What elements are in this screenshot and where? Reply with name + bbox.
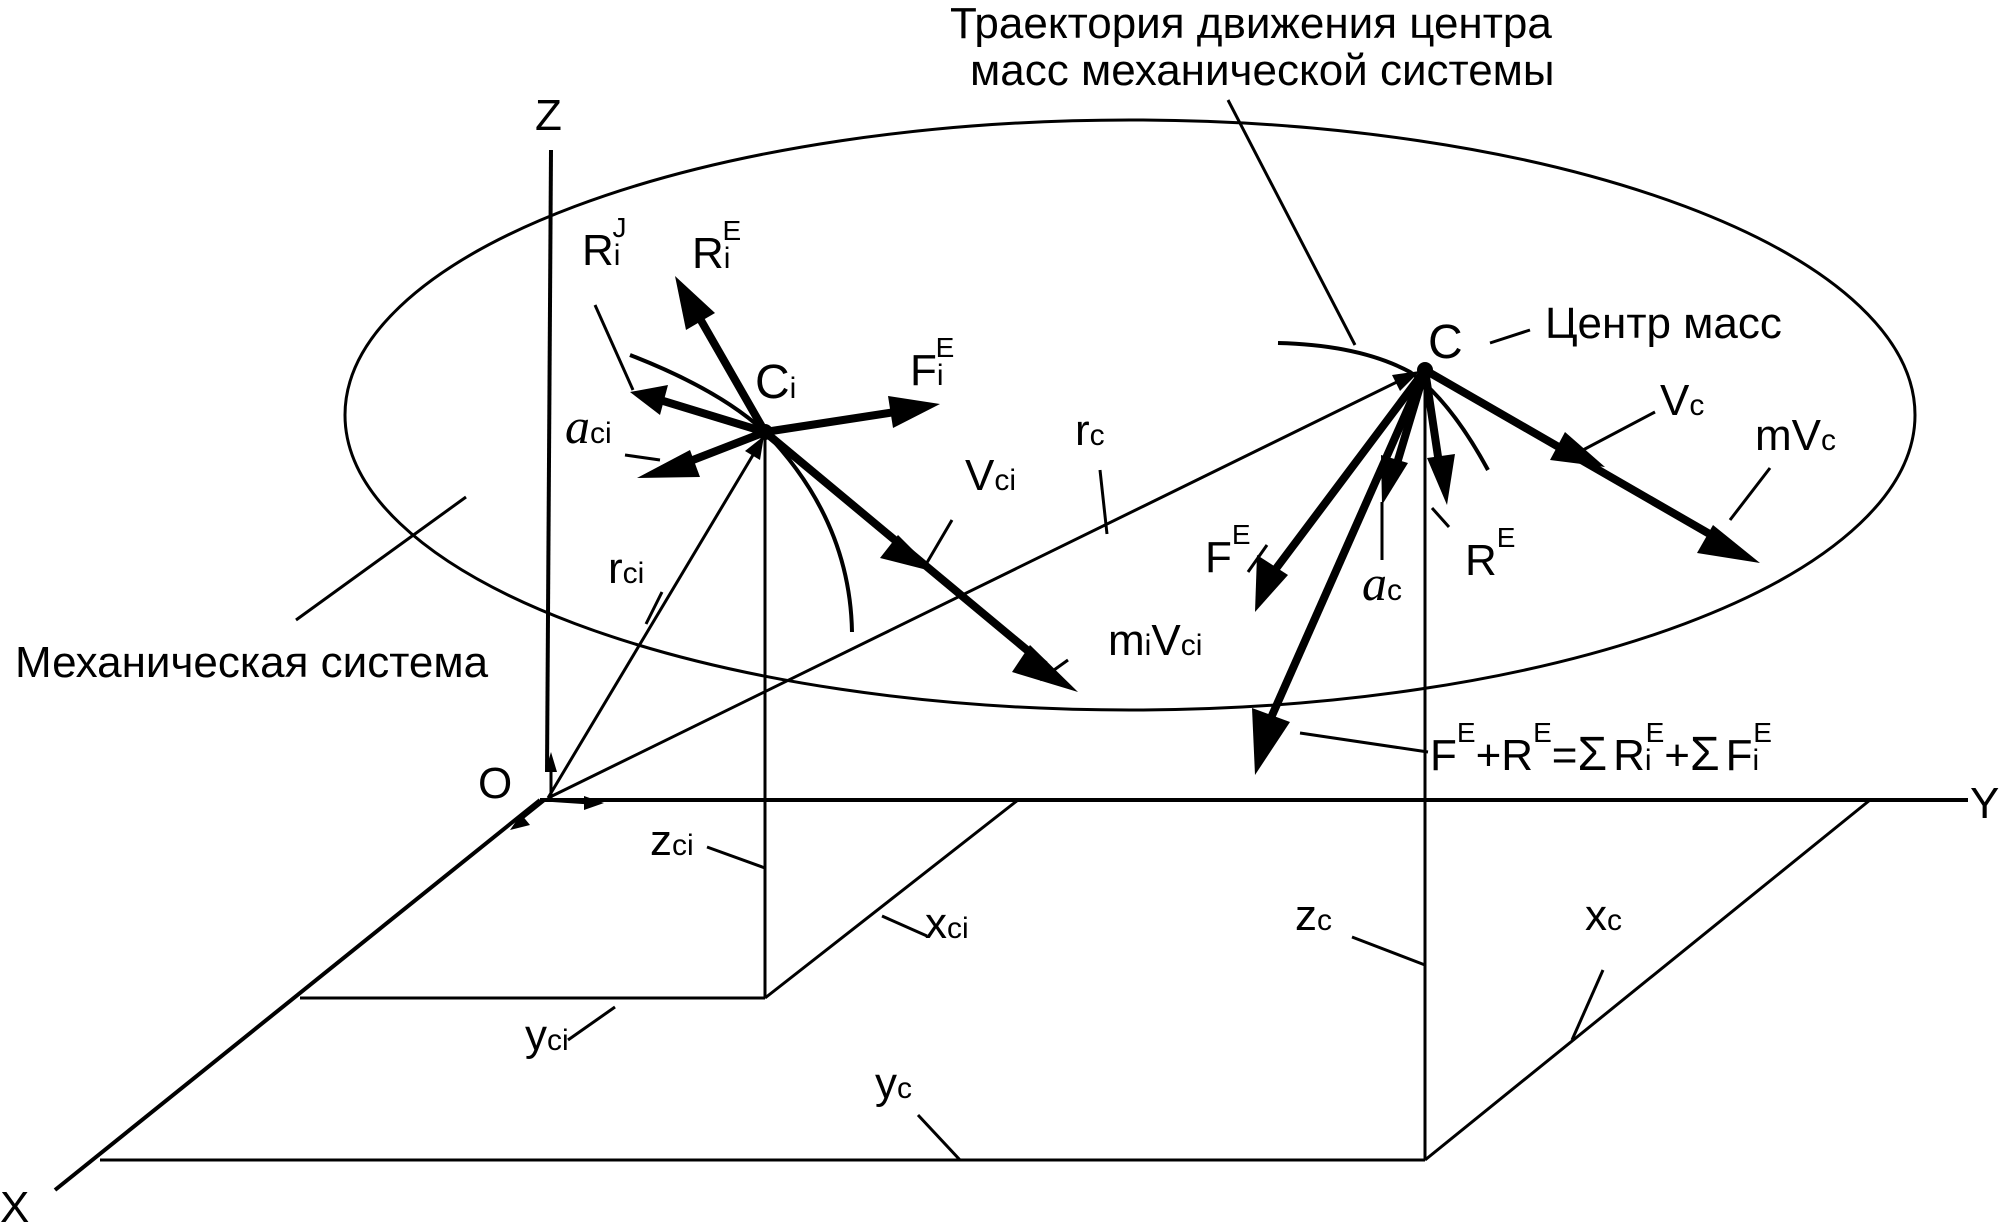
fe-vector-head	[1255, 555, 1288, 612]
center-of-mass-caption: Центр масс	[1545, 299, 1782, 348]
ri-e-vector-head	[675, 276, 715, 330]
ri-j-vector	[658, 396, 767, 436]
re-label: RE	[1465, 522, 1515, 585]
ac-vector	[1391, 368, 1429, 472]
equation-leader	[1299, 731, 1429, 754]
yc-leader	[916, 1113, 962, 1162]
leader-lines	[295, 99, 1772, 1162]
trajectory-leader	[1226, 99, 1357, 346]
mivci-vector-head	[1012, 645, 1078, 692]
xc-leader	[1570, 969, 1605, 1041]
resultant-vector	[1266, 368, 1429, 722]
origin-unit-y	[544, 798, 591, 805]
rc-vector	[547, 376, 1406, 800]
yci-leader	[567, 1005, 616, 1042]
yci-label: yci	[525, 1011, 569, 1060]
mvc-vector-head	[1697, 525, 1760, 563]
system-leader	[295, 495, 467, 622]
center-leader	[1489, 328, 1531, 345]
aci-vector	[678, 428, 767, 469]
zci-label: zci	[650, 816, 694, 865]
rc-leader	[1098, 469, 1109, 535]
ac-vector-head	[1381, 455, 1408, 505]
vci-vector-head	[880, 535, 935, 572]
origin-unit-z-head	[545, 752, 557, 772]
re-vector-head	[1427, 454, 1455, 505]
vc-leader	[1582, 410, 1656, 452]
aci-label: aci	[565, 398, 612, 454]
ci-x-line	[764, 798, 1019, 1000]
c-vectors	[1252, 366, 1760, 775]
origin-unit-x-head	[510, 814, 530, 830]
aci-leader	[624, 453, 661, 462]
mvc-label: mVc	[1755, 411, 1836, 460]
ri-e-vector	[691, 308, 769, 434]
trajectory-curves	[629, 341, 1490, 633]
origin-unit-y-head	[584, 796, 604, 810]
xc-label: xc	[1585, 891, 1622, 940]
axis-label-y: Y	[1970, 779, 1999, 828]
projection-lines	[100, 370, 1871, 1162]
ri-j-label: RiJ	[582, 212, 626, 275]
mivci-label: miVci	[1108, 616, 1202, 665]
trajectory-caption-line2: масс механической системы	[970, 46, 1555, 95]
rci-vector-head	[745, 436, 764, 460]
x-axis	[53, 798, 542, 1192]
rc-label: rc	[1075, 406, 1105, 455]
ri-j-tail	[593, 304, 635, 391]
vc-label: Vc	[1660, 376, 1704, 425]
ac-label: ac	[1362, 555, 1402, 611]
ri-j-vector-head	[630, 385, 668, 415]
re-leader	[1430, 506, 1451, 529]
fe-label: FE	[1205, 519, 1251, 582]
vci-label: Vci	[965, 451, 1016, 500]
c-trajectory	[1277, 341, 1490, 471]
fi-e-label: FiE	[910, 332, 954, 395]
point-ci-dot	[757, 424, 773, 440]
vci-leader	[923, 519, 954, 567]
trajectory-caption-line1: Траектория движения центра	[950, 0, 1552, 48]
system-ellipse	[343, 118, 1917, 712]
fe-vector	[1271, 367, 1429, 573]
ci-trajectory-lower	[763, 430, 854, 633]
ci-vectors	[593, 276, 1078, 692]
point-c-label: C	[1428, 316, 1463, 369]
mvc-leader	[1728, 467, 1772, 521]
axis-label-z: Z	[535, 91, 562, 140]
point-c-dot	[1417, 362, 1433, 378]
c-x-line	[1424, 798, 1871, 1162]
position-vectors	[546, 371, 1420, 800]
rci-label: rci	[608, 544, 644, 593]
point-ci-label: Ci	[755, 356, 796, 409]
zci-leader	[706, 845, 766, 870]
yc-label: yc	[875, 1059, 912, 1108]
z-axis	[545, 149, 553, 773]
xci-label: xci	[925, 899, 969, 948]
zc-leader	[1351, 935, 1426, 967]
vc-vector-head	[1550, 432, 1605, 467]
aci-vector-head	[637, 450, 700, 478]
fi-e-vector	[764, 408, 896, 436]
re-vector	[1421, 369, 1444, 471]
resultant-vector-head	[1252, 708, 1290, 775]
coordinate-axes	[53, 149, 1968, 1192]
origin-unit-x	[519, 798, 546, 822]
zc-label: zc	[1295, 891, 1332, 940]
ri-e-label: RiE	[692, 215, 741, 278]
mechanical-system-caption: Механическая система	[15, 638, 489, 687]
axis-label-x: X	[0, 1183, 29, 1226]
rci-vector	[546, 449, 758, 799]
ci-trajectory-upper	[629, 353, 767, 434]
axis-label-origin: O	[478, 759, 512, 808]
rci-leader	[644, 591, 664, 625]
xci-leader	[881, 914, 928, 938]
fi-e-vector-head	[888, 396, 940, 428]
